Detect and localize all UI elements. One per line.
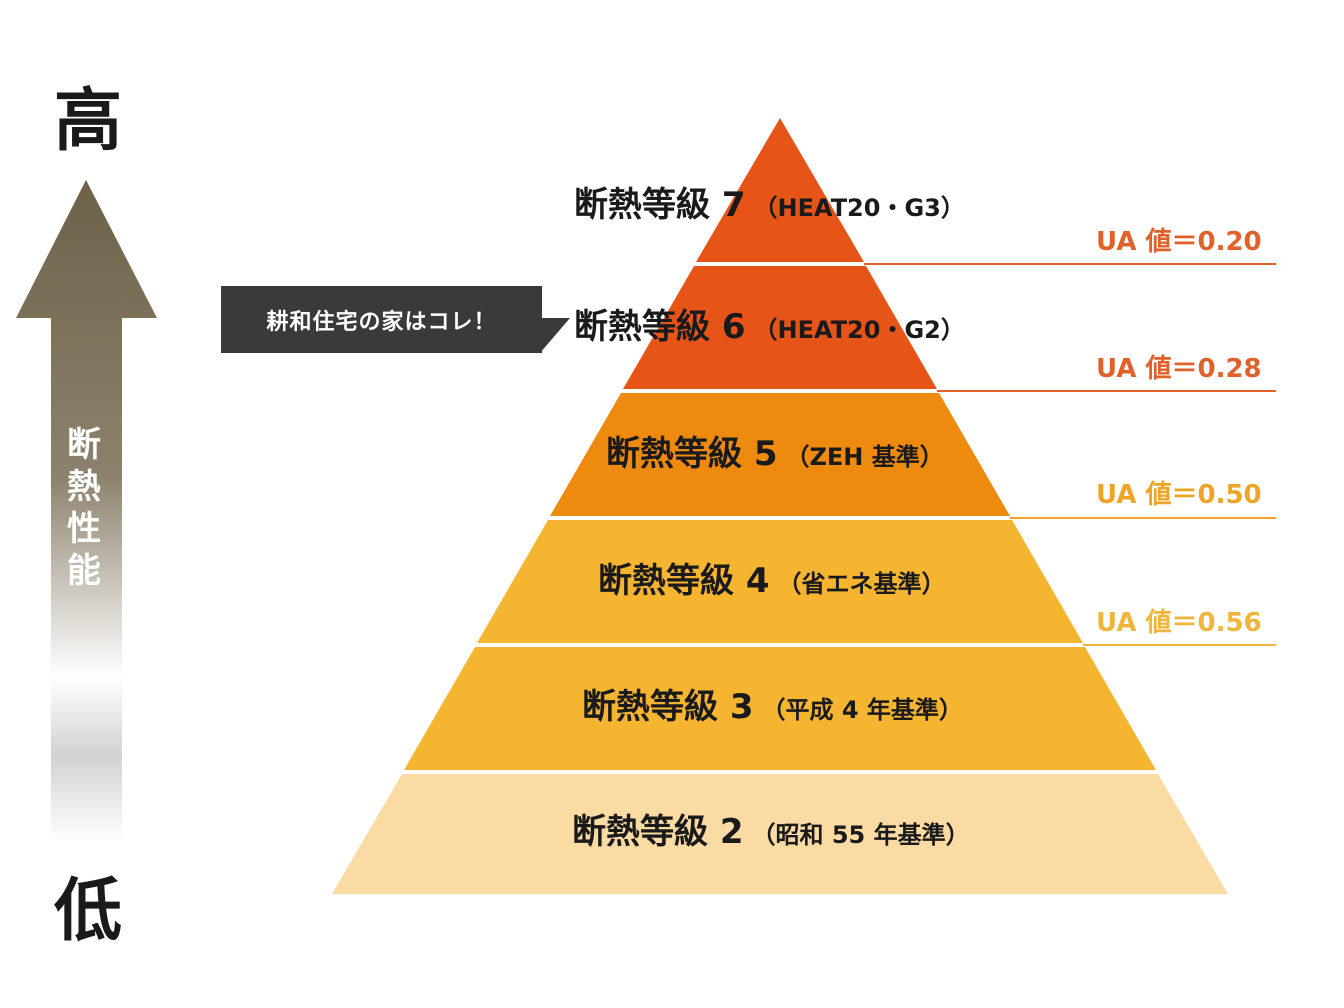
callout-box: 耕和住宅の家はコレ！ [221, 286, 542, 353]
level-3-standard: （平成 4 年基準） [761, 696, 963, 724]
level-5-title: 断熱等級 5 [606, 434, 778, 474]
level-2-title: 断熱等級 2 [572, 812, 744, 852]
level-7-label: 断熱等級 7（HEAT20・G3） [574, 188, 965, 222]
tier-2-band [332, 774, 1228, 894]
level-7-title: 断熱等級 7 [574, 185, 746, 225]
ua-value-0.28: UA 値＝0.28 [1096, 354, 1262, 384]
level-2-standard: （昭和 55 年基準） [751, 821, 970, 849]
label-char: 性 [67, 509, 101, 549]
ua-value-0.50: UA 値＝0.50 [1096, 480, 1262, 510]
high-label: 高 [53, 82, 122, 161]
level-2-label: 断熱等級 2（昭和 55 年基準） [572, 815, 970, 849]
level-4-standard: （省エネ基準） [777, 570, 946, 598]
level-7-standard: （HEAT20・G3） [753, 194, 965, 222]
tier-3-band [404, 647, 1156, 770]
label-char: 熱 [67, 467, 101, 507]
low-label: 低 [53, 872, 122, 951]
tier-4-band [477, 520, 1083, 643]
level-5-standard: （ZEH 基準） [785, 443, 944, 471]
callout-pointer [540, 318, 570, 353]
level-3-label: 断熱等級 3（平成 4 年基準） [582, 690, 963, 724]
ua-value-0.56: UA 値＝0.56 [1096, 608, 1262, 638]
ua-value-0.20: UA 値＝0.20 [1096, 227, 1262, 257]
level-6-title: 断熱等級 6 [574, 307, 746, 347]
performance-arrow [16, 180, 157, 842]
tier-5-band [550, 393, 1010, 516]
level-3-title: 断熱等級 3 [582, 687, 754, 727]
level-5-label: 断熱等級 5（ZEH 基準） [606, 437, 944, 471]
label-char: 能 [67, 551, 101, 591]
level-4-title: 断熱等級 4 [598, 561, 770, 601]
level-6-label: 断熱等級 6（HEAT20・G2） [574, 310, 965, 344]
level-4-label: 断熱等級 4（省エネ基準） [598, 564, 946, 598]
label-char: 断 [67, 425, 101, 465]
tier-6-band [623, 266, 937, 389]
tier-7-band [696, 118, 864, 262]
level-6-standard: （HEAT20・G2） [753, 316, 965, 344]
insulation-performance-label: 断 熱 性 能 [60, 424, 108, 592]
